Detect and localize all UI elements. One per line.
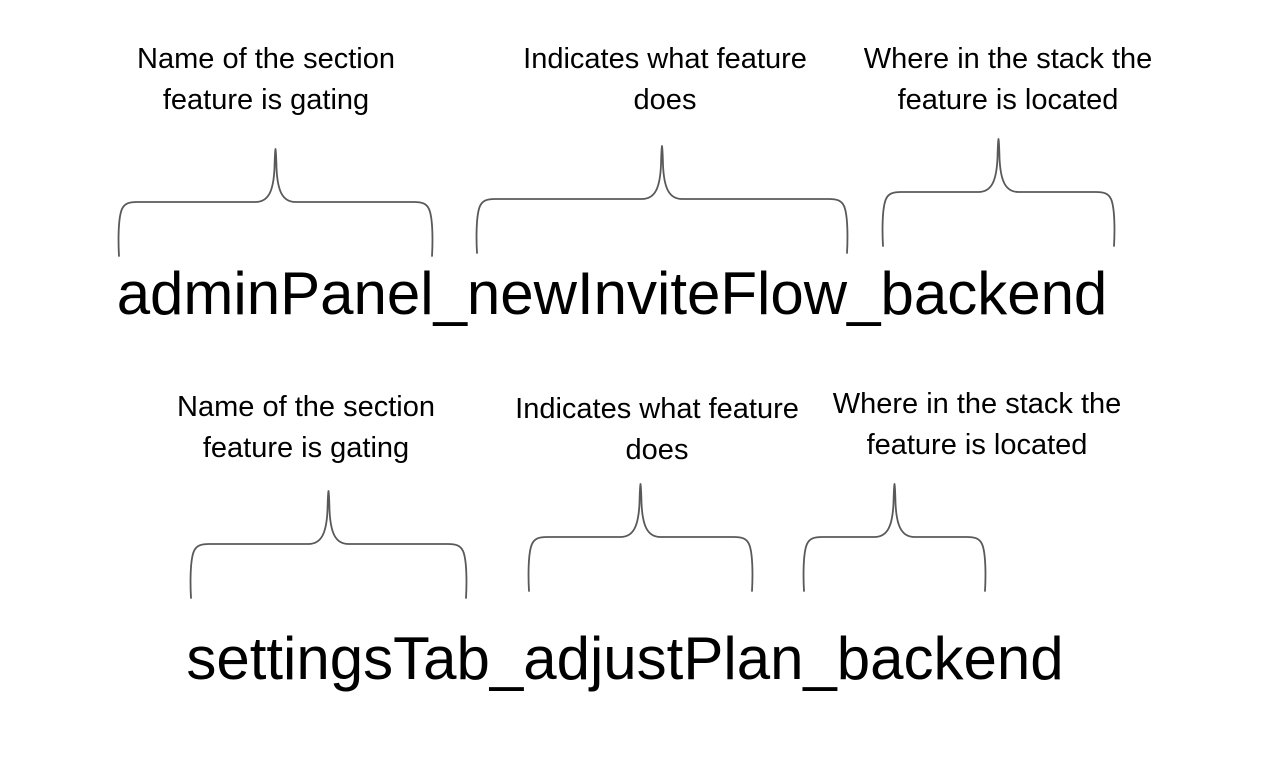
label-feature-purpose-bottom: Indicates what feature does	[515, 389, 799, 471]
label-line: feature is gating	[162, 84, 370, 116]
label-line: does	[625, 434, 689, 466]
feature-flag-name-1: adminPanel_newInviteFlow_backend	[116, 260, 1108, 327]
curly-brace-path	[117, 148, 434, 257]
label-section-name-top: Name of the section feature is gating	[137, 39, 395, 121]
label-line: feature is located	[866, 429, 1088, 461]
curly-brace-path	[527, 483, 754, 592]
curly-brace-path	[189, 490, 468, 599]
curly-brace-path	[802, 483, 987, 592]
curly-brace-purpose-bottom	[527, 483, 754, 592]
curly-brace-purpose-top	[475, 145, 849, 254]
label-line: Where in the stack the	[832, 388, 1122, 420]
label-line: feature is located	[897, 84, 1119, 116]
curly-brace-stack-top	[881, 138, 1116, 247]
label-line: Indicates what feature	[523, 43, 807, 75]
curly-brace-section-top	[117, 148, 434, 257]
curly-brace-stack-bottom	[802, 483, 987, 592]
label-stack-location-top: Where in the stack the feature is locate…	[864, 39, 1153, 121]
label-line: Where in the stack the	[863, 43, 1153, 75]
label-line: Name of the section	[177, 391, 435, 423]
curly-brace-path	[475, 145, 849, 254]
label-line: Indicates what feature	[515, 393, 799, 425]
label-line: Name of the section	[137, 43, 395, 75]
curly-brace-section-bottom	[189, 490, 468, 599]
curly-brace-path	[881, 138, 1116, 247]
feature-flag-name-2: settingsTab_adjustPlan_backend	[186, 625, 1064, 692]
label-stack-location-bottom: Where in the stack the feature is locate…	[833, 384, 1122, 466]
label-line: does	[633, 84, 697, 116]
label-line: feature is gating	[202, 432, 410, 464]
label-feature-purpose-top: Indicates what feature does	[523, 39, 807, 121]
label-section-name-bottom: Name of the section feature is gating	[177, 387, 435, 469]
